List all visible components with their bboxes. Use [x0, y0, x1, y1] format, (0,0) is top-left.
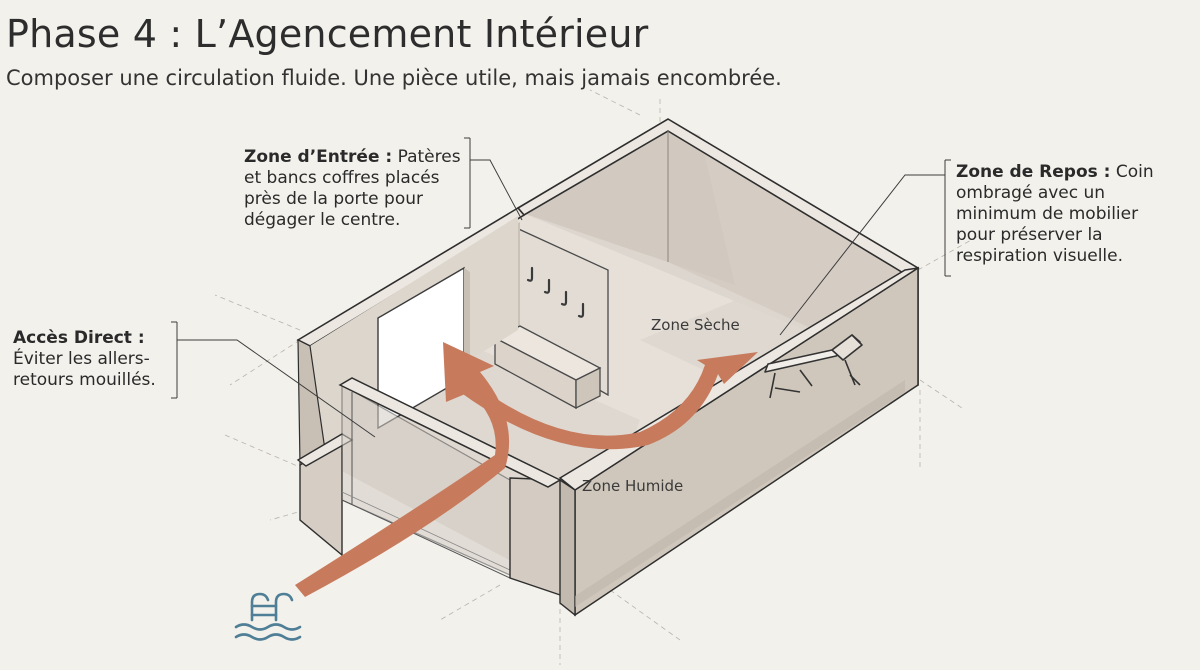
circulation-arrows: [295, 342, 758, 597]
page-title: Phase 4 : L’Agencement Intérieur: [6, 12, 649, 56]
callout-access-heading: Accès Direct :: [13, 328, 145, 348]
pool-ladder-icon: [234, 592, 302, 641]
callout-access-text: Éviter les allers-retours mouillés.: [13, 349, 156, 390]
callout-direct-access: Accès Direct : Éviter les allers-retours…: [13, 328, 173, 391]
zone-label-wet: Zone Humide: [582, 477, 684, 495]
lounger-icon: [764, 334, 863, 399]
callout-leaders: [171, 137, 951, 438]
page-subtitle: Composer une circulation fluide. Une piè…: [6, 66, 782, 90]
bench-icon: [493, 325, 602, 410]
front-right-wall-inner: [575, 380, 905, 607]
back-wall-lightray: [668, 125, 735, 285]
coat-hook-icon: [526, 266, 585, 318]
callout-rest-zone: Zone de Repos : Coin ombragé avec un min…: [956, 162, 1156, 267]
entry-arrow: [295, 342, 510, 597]
callout-entrance-heading: Zone d’Entrée :: [244, 147, 393, 167]
callout-entrance-text: Patères et bancs coffres placés près de …: [244, 147, 461, 230]
back-wall-corner-shadow: [520, 125, 668, 262]
callout-rest-heading: Zone de Repos :: [956, 162, 1111, 182]
zone-label-dry: Zone Sèche: [651, 316, 740, 334]
callout-rest-text: Coin ombragé avec un minimum de mobilier…: [956, 162, 1154, 266]
rest-arrow: [460, 352, 758, 450]
callout-entrance-zone: Zone d’Entrée : Patères et bancs coffres…: [244, 147, 464, 231]
